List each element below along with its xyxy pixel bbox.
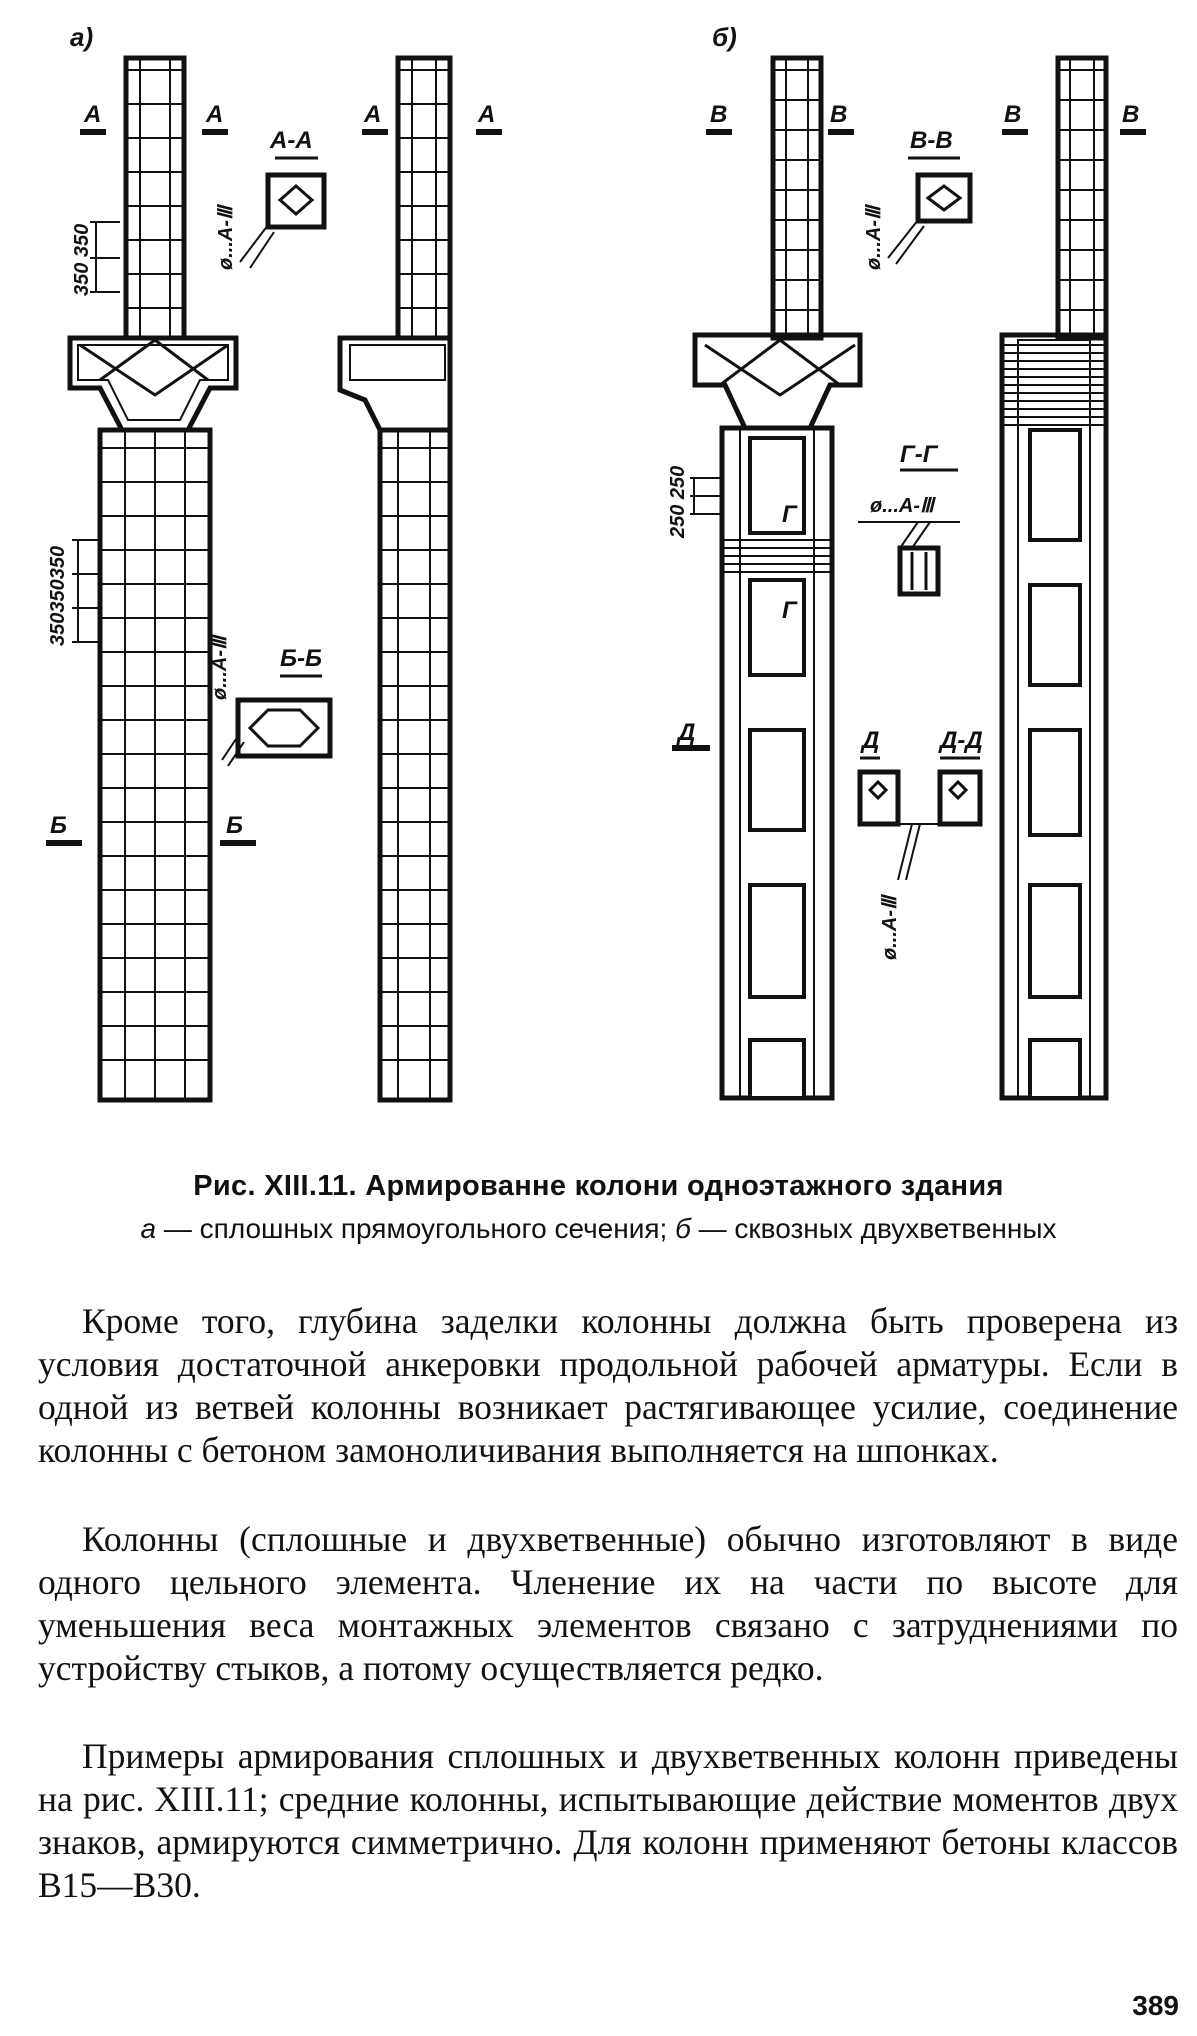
panel-a-column-1 bbox=[67, 55, 239, 1103]
section-g-g-detail bbox=[858, 468, 960, 597]
figure-caption-legend: а — сплошных прямоугольного сечения; б —… bbox=[0, 1213, 1197, 1245]
cut-label-b-right: Б bbox=[226, 812, 243, 839]
panel-b-label: б) bbox=[712, 22, 737, 52]
panel-a-cut-marks bbox=[46, 129, 502, 846]
panel-b-cut-marks bbox=[672, 129, 1146, 751]
cut-label-v-left: В bbox=[710, 101, 727, 128]
body-paragraph-2: Колонны (сплошные и двухветвенные) обычн… bbox=[38, 1519, 1178, 1688]
panel-b-column-1 bbox=[692, 55, 863, 1101]
section-b-b-detail bbox=[221, 674, 333, 767]
section-v-v-title: В-В bbox=[910, 127, 953, 154]
dimension-250: 250 250 bbox=[667, 466, 689, 539]
section-v-v-detail bbox=[887, 156, 973, 265]
panel-a-column-2 bbox=[337, 55, 453, 1103]
cut-label-b-left: Б bbox=[50, 812, 67, 839]
section-a-a-detail bbox=[239, 156, 327, 269]
section-d-d-title: Д-Д bbox=[938, 727, 983, 754]
cut-label-v2-left: В bbox=[1004, 101, 1021, 128]
dimension-350-top: 350 350 bbox=[71, 224, 93, 296]
panel-a-dimension-lines bbox=[72, 221, 120, 643]
panel-a-label: а) bbox=[70, 22, 93, 52]
cut-label-g-1: Г bbox=[782, 501, 798, 528]
cut-label-a2-left: А bbox=[363, 101, 381, 128]
section-d-rebar-label: ø...А-Ⅲ bbox=[879, 894, 901, 960]
caption-letter-a: а bbox=[140, 1213, 157, 1244]
caption-letter-b: б bbox=[675, 1213, 691, 1244]
cut-label-v-right: В bbox=[830, 101, 847, 128]
section-b-rebar-label: ø...А-Ⅲ bbox=[209, 634, 231, 700]
body-paragraph-1: Кроме того, глубина заделки колонны долж… bbox=[38, 1301, 1178, 1470]
cut-label-a2-right: А bbox=[477, 101, 495, 128]
section-b-b-title: Б-Б bbox=[280, 645, 322, 672]
body-paragraph-3: Примеры армирования сплошных и двухветве… bbox=[38, 1736, 1178, 1905]
section-v-rebar-label: ø...А-Ⅲ bbox=[863, 204, 885, 270]
panel-b-column-2 bbox=[999, 55, 1109, 1101]
dimension-350-bottom: 350350350 bbox=[47, 546, 69, 646]
section-a-rebar-label: ø...А-Ⅲ bbox=[215, 204, 237, 270]
caption-text-b: — сквозных двухветвенных bbox=[690, 1213, 1057, 1244]
section-a-a-title: А-А bbox=[269, 127, 313, 154]
page-number: 389 bbox=[1132, 1990, 1179, 2021]
cut-label-a-left: А bbox=[83, 101, 101, 128]
cut-label-d-left: Д bbox=[676, 719, 695, 746]
cut-label-g-2: Г bbox=[782, 597, 798, 624]
caption-text-a: — сплошных прямоугольного сечения; bbox=[156, 1213, 676, 1244]
cut-label-v2-right: В bbox=[1122, 101, 1139, 128]
section-g-g-title: Г-Г bbox=[900, 441, 939, 468]
section-d-d-detail bbox=[857, 756, 983, 881]
panel-b-dimension-lines bbox=[690, 477, 722, 515]
column-reinforcement-figure: а) б) А А А-А А А Б Б Б-Б В В В-В В В Г-… bbox=[46, 22, 1146, 1103]
section-g-rebar-label: ø...А-Ⅲ bbox=[870, 495, 936, 517]
cut-label-d-right: Д bbox=[860, 727, 879, 754]
figure-caption-title: Рис. XIII.11. Армированне колони одноэта… bbox=[193, 1170, 1004, 1202]
cut-label-a-right: А bbox=[205, 101, 223, 128]
